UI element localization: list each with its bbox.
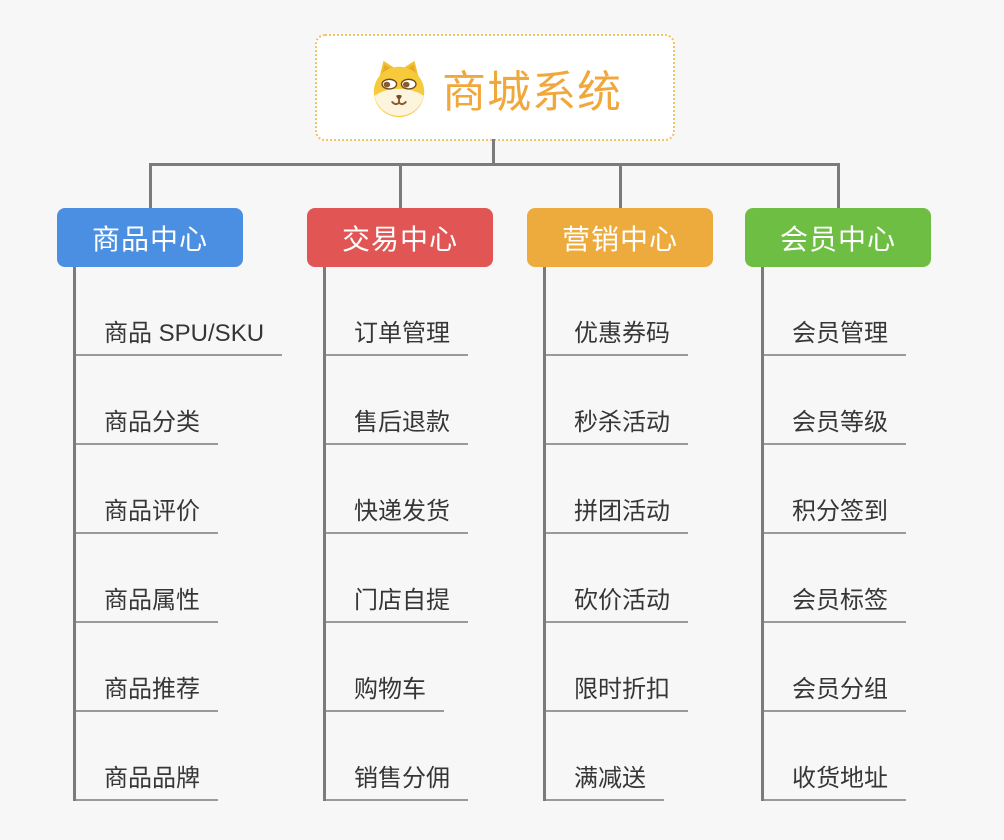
item-label: 收货地址 — [792, 765, 888, 792]
item-label: 商品品牌 — [104, 765, 200, 792]
root-title: 商城系统 — [442, 67, 622, 117]
connector-line — [492, 139, 495, 166]
item-label: 满减送 — [574, 765, 646, 792]
item-label: 订单管理 — [354, 320, 450, 347]
connector-line — [149, 163, 152, 208]
list-item[interactable]: 商品推荐 — [76, 623, 218, 712]
list-item[interactable]: 会员等级 — [764, 356, 906, 445]
list-item[interactable]: 订单管理 — [326, 267, 468, 356]
connector-line — [149, 163, 840, 166]
branch-header-member-center[interactable]: 会员中心 — [745, 208, 931, 267]
branch-header-trade-center[interactable]: 交易中心 — [307, 208, 493, 267]
list-item[interactable]: 购物车 — [326, 623, 444, 712]
list-item[interactable]: 销售分佣 — [326, 712, 468, 801]
list-item[interactable]: 会员管理 — [764, 267, 906, 356]
branch-header-product-center[interactable]: 商品中心 — [57, 208, 243, 267]
item-label: 销售分佣 — [354, 765, 450, 792]
list-item[interactable]: 满减送 — [546, 712, 664, 801]
list-item[interactable]: 会员标签 — [764, 534, 906, 623]
branch-items-product-center: 商品 SPU/SKU 商品分类 商品评价 商品属性 商品推荐 商品品牌 — [73, 267, 283, 801]
list-item[interactable]: 商品评价 — [76, 445, 218, 534]
item-label: 商品属性 — [104, 587, 200, 614]
list-item[interactable]: 商品属性 — [76, 534, 218, 623]
branch-header-marketing-center[interactable]: 营销中心 — [527, 208, 713, 267]
connector-line — [399, 163, 402, 208]
item-label: 商品推荐 — [104, 676, 200, 703]
item-label: 商品评价 — [104, 498, 200, 525]
item-label: 拼团活动 — [574, 498, 670, 525]
item-label: 快递发货 — [354, 498, 450, 525]
list-item[interactable]: 限时折扣 — [546, 623, 688, 712]
item-label: 积分签到 — [792, 498, 888, 525]
dog-icon — [368, 57, 430, 119]
item-label: 砍价活动 — [574, 587, 670, 614]
item-label: 商品分类 — [104, 409, 200, 436]
item-label: 购物车 — [354, 676, 426, 703]
branch-items-trade-center: 订单管理 售后退款 快递发货 门店自提 购物车 销售分佣 — [323, 267, 468, 801]
list-item[interactable]: 商品 SPU/SKU — [76, 267, 283, 356]
connector-line — [837, 163, 840, 208]
item-label: 会员等级 — [792, 409, 888, 436]
list-item[interactable]: 秒杀活动 — [546, 356, 688, 445]
item-label: 售后退款 — [354, 409, 450, 436]
list-item[interactable]: 会员分组 — [764, 623, 906, 712]
list-item[interactable]: 积分签到 — [764, 445, 906, 534]
list-item[interactable]: 优惠券码 — [546, 267, 688, 356]
list-item[interactable]: 商品分类 — [76, 356, 218, 445]
item-label: 限时折扣 — [574, 676, 670, 703]
list-item[interactable]: 售后退款 — [326, 356, 468, 445]
item-label: 商品 SPU/SKU — [104, 320, 265, 347]
item-label: 会员分组 — [792, 676, 888, 703]
item-label: 会员管理 — [792, 320, 888, 347]
item-label: 门店自提 — [354, 587, 450, 614]
item-label: 秒杀活动 — [574, 409, 670, 436]
list-item[interactable]: 拼团活动 — [546, 445, 688, 534]
list-item[interactable]: 快递发货 — [326, 445, 468, 534]
list-item[interactable]: 门店自提 — [326, 534, 468, 623]
list-item[interactable]: 砍价活动 — [546, 534, 688, 623]
branch-items-member-center: 会员管理 会员等级 积分签到 会员标签 会员分组 收货地址 — [761, 267, 906, 801]
list-item[interactable]: 收货地址 — [764, 712, 906, 801]
item-label: 会员标签 — [792, 587, 888, 614]
list-item[interactable]: 商品品牌 — [76, 712, 218, 801]
root-node[interactable]: 商城系统 — [315, 34, 675, 141]
branch-items-marketing-center: 优惠券码 秒杀活动 拼团活动 砍价活动 限时折扣 满减送 — [543, 267, 688, 801]
connector-line — [619, 163, 622, 208]
item-label: 优惠券码 — [574, 320, 670, 347]
